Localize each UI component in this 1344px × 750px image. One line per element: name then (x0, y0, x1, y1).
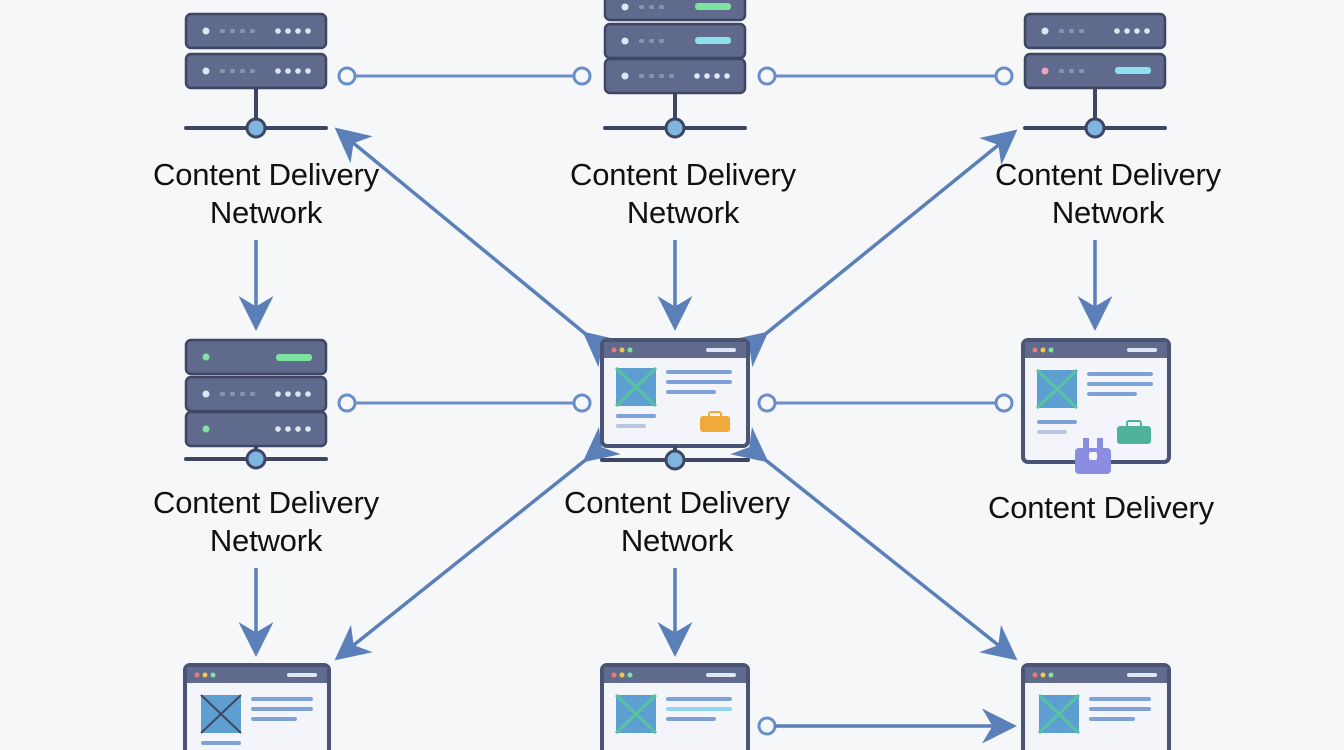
server-unit (184, 12, 328, 50)
connector-ring (337, 393, 357, 413)
label-middle-right: Content Delivery (941, 489, 1261, 527)
label-top-center: Content Delivery Network (523, 156, 843, 232)
lock-icon (1075, 448, 1111, 474)
arrow-hub-to-bottom-left (334, 426, 621, 661)
server-top-left (184, 12, 328, 139)
connector-ring (757, 66, 777, 86)
browser-bottom-right (1021, 663, 1171, 750)
server-top-center (603, 0, 747, 139)
browser-center-hub (600, 338, 750, 471)
arrows (238, 127, 1113, 744)
connector-ring (572, 66, 592, 86)
server-unit (1023, 12, 1167, 50)
connector-lines (337, 66, 1014, 736)
connector-ring (994, 393, 1014, 413)
label-line: Content Delivery (564, 485, 790, 520)
connector-ring (572, 393, 592, 413)
browser-bottom-left (183, 663, 331, 750)
label-line: Content Delivery (988, 490, 1214, 525)
connector-ring (337, 66, 357, 86)
arrow-hub-to-top-right (730, 129, 1018, 368)
shopping-bag-icon (700, 416, 730, 432)
label-line: Network (626, 195, 740, 230)
server-unit (184, 338, 328, 376)
shopping-bag-icon (1117, 426, 1151, 444)
arrow-hub-to-top-left (334, 127, 621, 368)
server-top-right (1023, 12, 1167, 139)
label-line: Network (1051, 195, 1165, 230)
label-top-right: Content Delivery Network (948, 156, 1268, 232)
label-line: Content Delivery (153, 485, 379, 520)
server-middle-left (184, 338, 328, 470)
connector-ring (757, 393, 777, 413)
label-line: Network (209, 523, 323, 558)
label-line: Content Delivery (153, 157, 379, 192)
connector-ring (757, 716, 777, 736)
label-middle-left: Content Delivery Network (106, 484, 426, 560)
label-middle-center: Content Delivery Network (517, 484, 837, 560)
arrow-hub-to-bottom-right (730, 426, 1018, 661)
label-top-left: Content Delivery Network (106, 156, 426, 232)
browser-bottom-center (600, 663, 750, 750)
label-line: Content Delivery (570, 157, 796, 192)
label-line: Content Delivery (995, 157, 1221, 192)
label-line: Network (209, 195, 323, 230)
label-line: Network (620, 523, 734, 558)
browser-middle-right (1021, 338, 1171, 474)
connector-ring (994, 66, 1014, 86)
